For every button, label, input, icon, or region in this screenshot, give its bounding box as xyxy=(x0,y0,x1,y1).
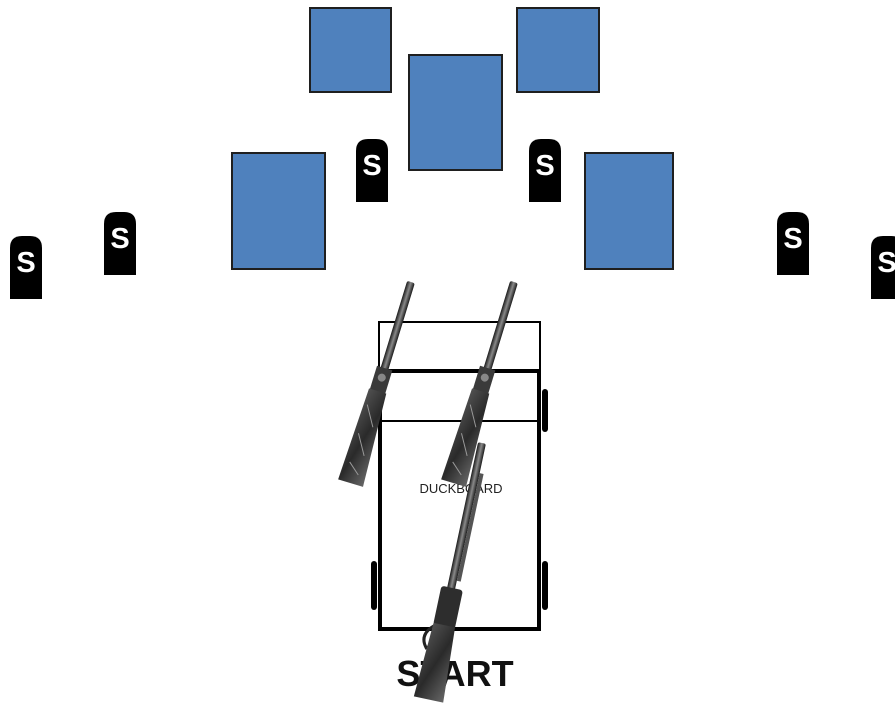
steel-target-label: S xyxy=(110,223,129,255)
shotgun-right xyxy=(441,281,518,487)
steel-target: S xyxy=(104,212,136,275)
side-marker xyxy=(542,389,548,432)
gun-table xyxy=(378,321,541,372)
paper-target-left xyxy=(231,152,326,270)
paper-target-top-left xyxy=(309,7,392,93)
steel-target-label: S xyxy=(783,223,802,255)
paper-target-top-right xyxy=(516,7,600,93)
paper-target-center xyxy=(408,54,503,171)
steel-target: S xyxy=(10,236,42,299)
steel-target: S xyxy=(356,139,388,202)
start-label: START xyxy=(396,653,513,694)
steel-target: S xyxy=(777,212,809,275)
duckboard xyxy=(378,369,541,631)
duckboard-label: DUCKBOARD xyxy=(419,481,502,496)
rifle xyxy=(413,442,486,703)
steel-target-label: S xyxy=(877,247,895,279)
steel-target-label: S xyxy=(535,150,554,182)
side-marker xyxy=(371,561,377,610)
shotgun-left xyxy=(338,281,415,487)
steel-target: S xyxy=(529,139,561,202)
steel-target-label: S xyxy=(16,247,35,279)
paper-target-right xyxy=(584,152,674,270)
steel-target-label: S xyxy=(362,150,381,182)
side-marker xyxy=(542,561,548,610)
paper-targets xyxy=(231,7,674,270)
steel-targets: S S S S S S xyxy=(10,139,895,299)
steel-target: S xyxy=(871,236,895,299)
